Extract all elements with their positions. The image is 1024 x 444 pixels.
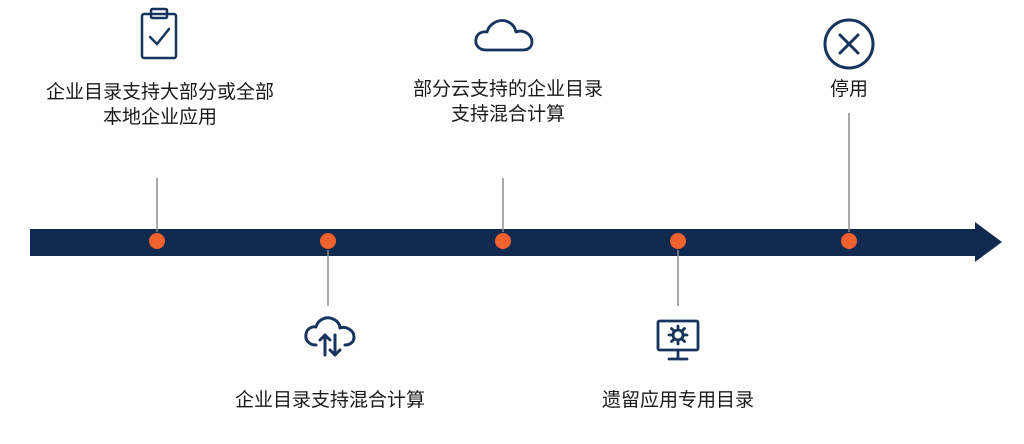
milestone-label-2: 企业目录支持混合计算 [180,388,480,413]
milestone-label-3-line1: 部分云支持的企业目录 [412,78,603,100]
milestone-label-4: 遗留应用专用目录 [528,388,828,413]
milestone-label-3: 部分云支持的企业目录 支持混合计算 [358,77,658,127]
monitor-gear-icon [656,319,700,361]
cloud-sync-icon [304,316,356,357]
milestone-dot-1 [149,233,165,249]
timeline-arrowhead [975,222,1002,262]
milestone-label-4-line1: 遗留应用专用目录 [601,389,754,411]
clipboard-check-icon [140,7,178,60]
milestone-label-5: 停用 [789,77,909,102]
milestone-label-2-line1: 企业目录支持混合计算 [234,389,425,411]
milestone-dot-4 [670,233,686,249]
milestone-label-1-line1: 企业目录支持大部分或全部 [45,81,274,103]
milestone-dot-5 [841,233,857,249]
cloud-icon [474,19,534,52]
milestone-label-1: 企业目录支持大部分或全部 本地企业应用 [10,80,310,130]
circle-x-icon [823,18,875,70]
milestone-label-1-line2: 本地企业应用 [102,106,217,128]
milestone-dot-3 [495,233,511,249]
milestone-dot-2 [320,233,336,249]
milestone-label-3-line2: 支持混合计算 [450,103,565,125]
milestone-label-5-line1: 停用 [829,78,868,100]
